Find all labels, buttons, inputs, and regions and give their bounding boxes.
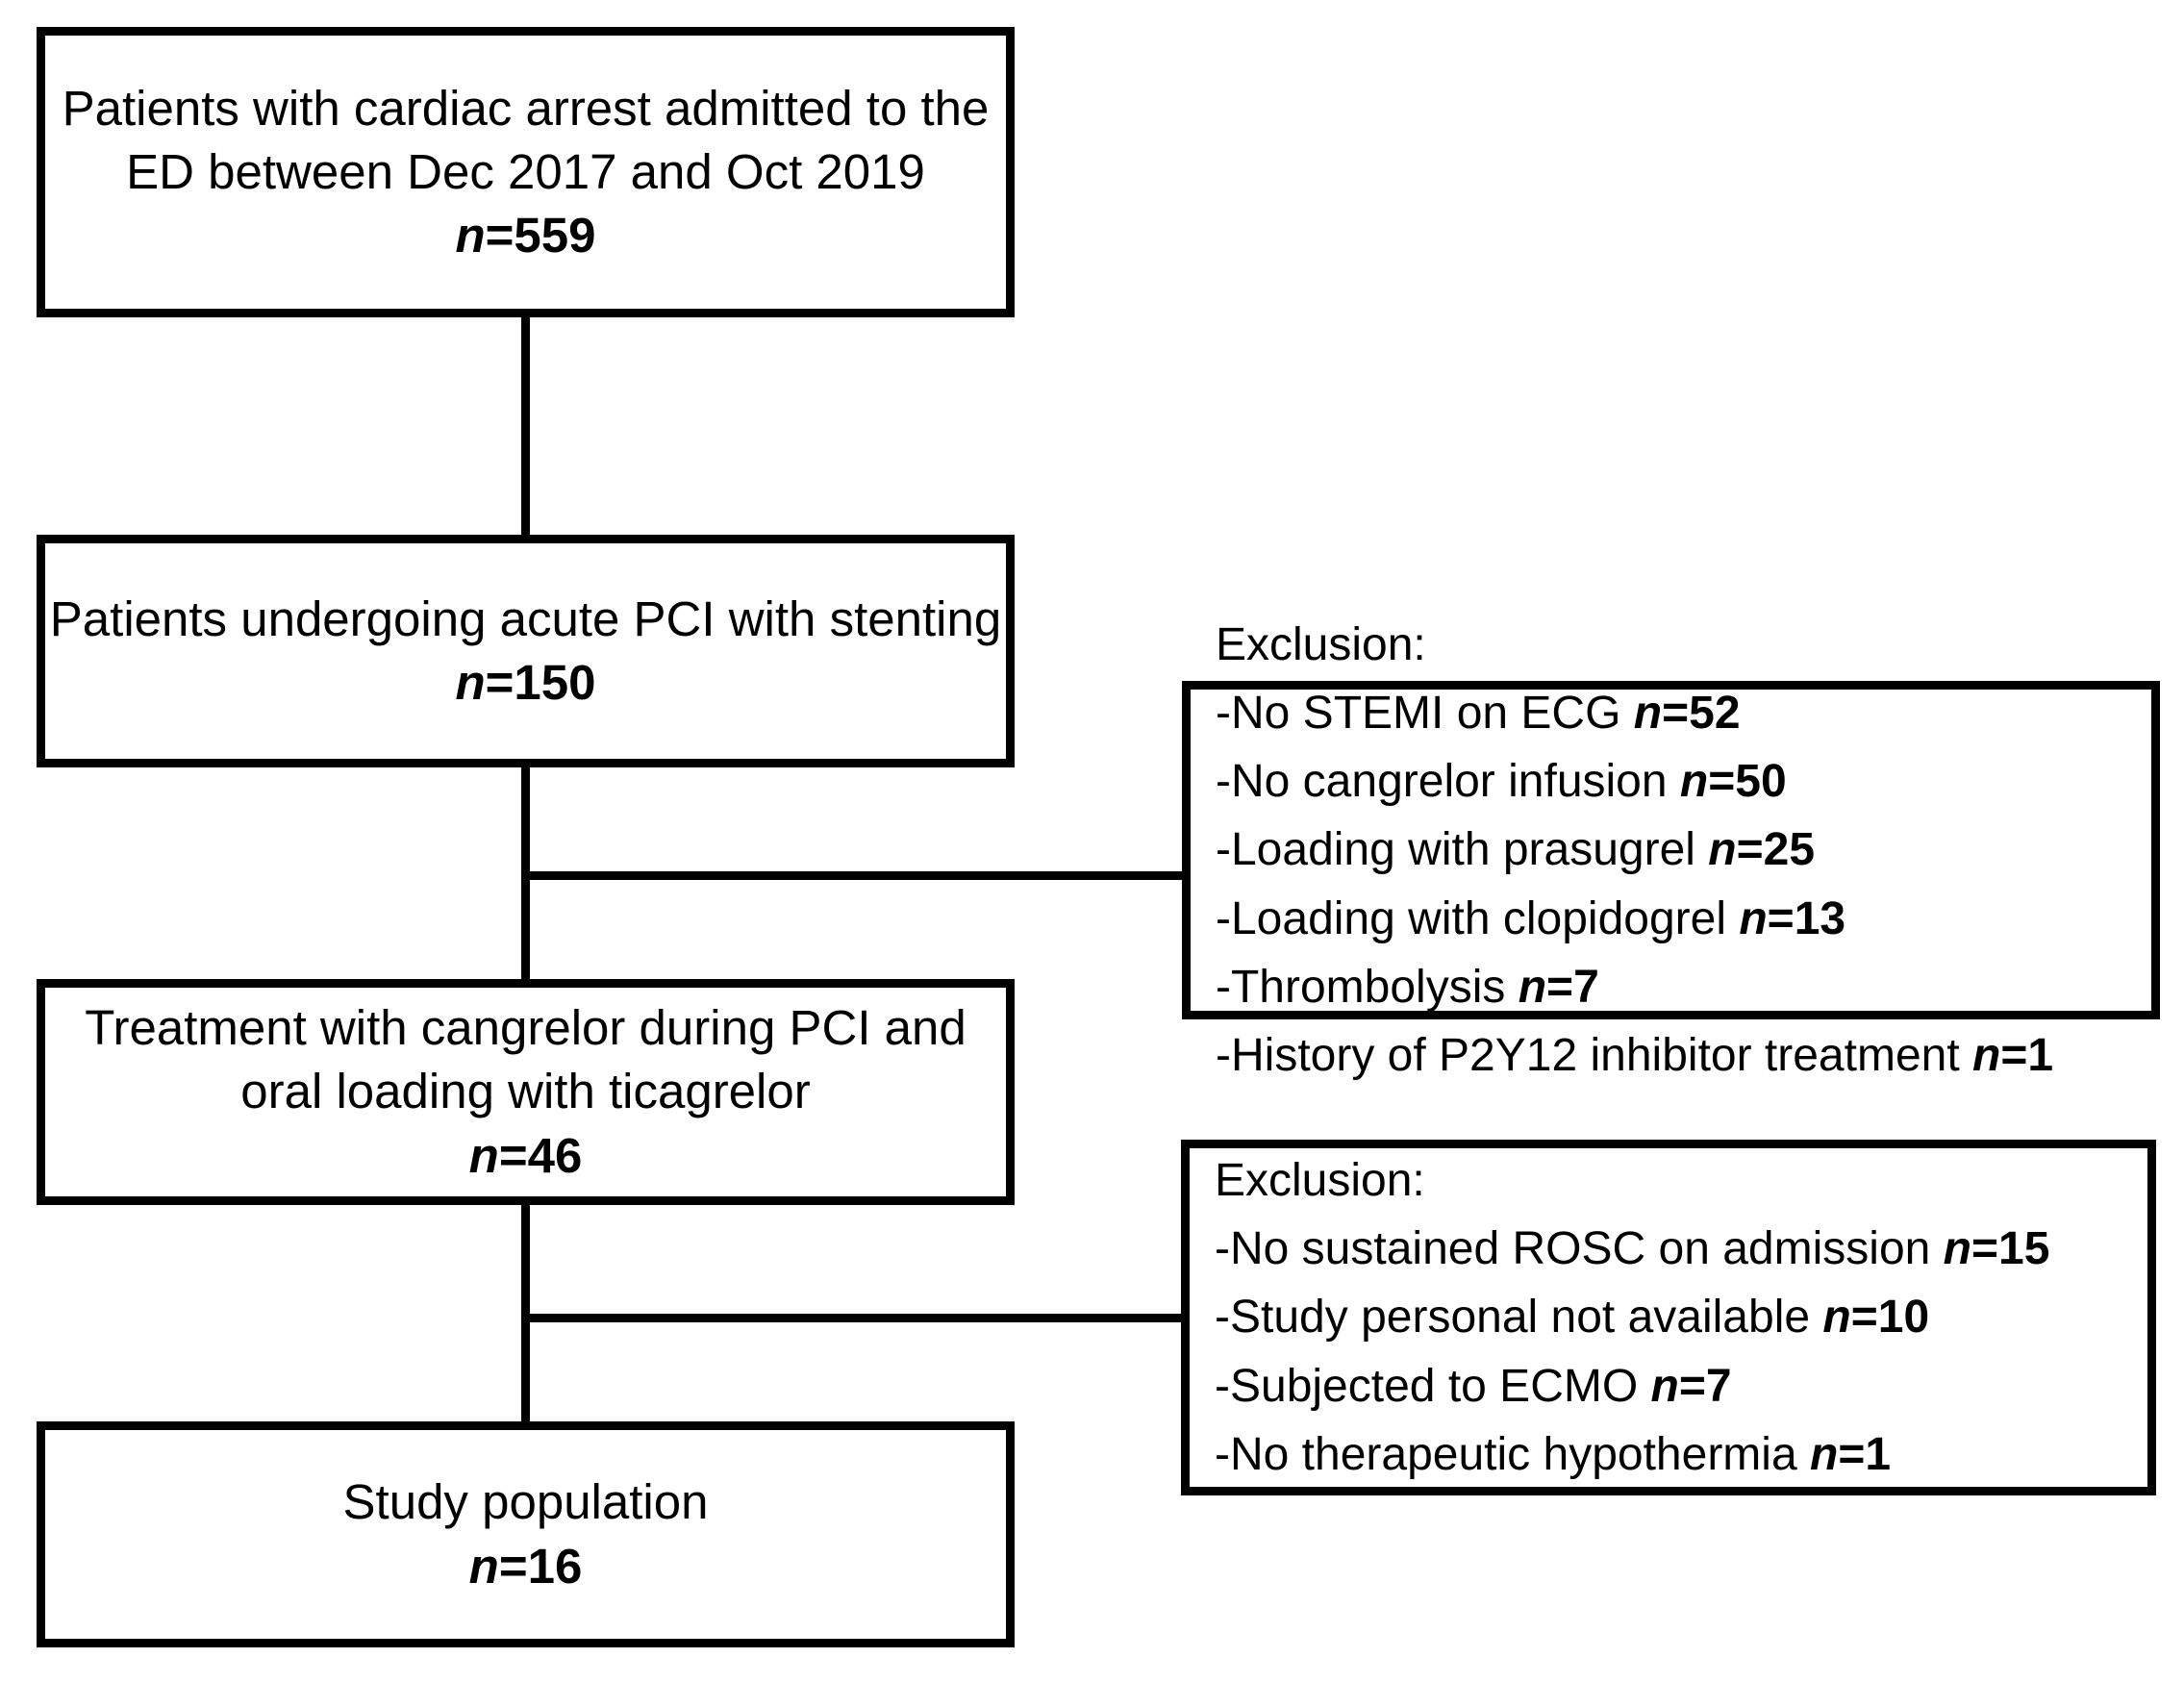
n-value: 50	[1735, 756, 1787, 808]
n-value: 15	[1998, 1223, 2050, 1275]
node-text-line: Study population	[342, 1474, 709, 1530]
n-equals: =	[1662, 688, 1690, 740]
n-equals: =	[1546, 961, 1574, 1013]
connector-branch-exclusion2	[521, 1314, 1187, 1322]
n-symbol: n	[1518, 961, 1547, 1013]
exclusion-item-label: -No cangrelor infusion	[1216, 756, 1680, 808]
exclusion-item: -No sustained ROSC on admission n=15	[1215, 1215, 2147, 1283]
n-symbol: n	[1943, 1223, 1971, 1275]
exclusion-item-label: -Loading with prasugrel	[1216, 824, 1709, 876]
n-value: 1	[2027, 1029, 2054, 1081]
exclusion-item-label: -No therapeutic hypothermia	[1215, 1428, 1810, 1480]
node-count: n=16	[469, 1535, 583, 1598]
n-equals: =	[1971, 1223, 1999, 1275]
exclusion-item-label: -Loading with clopidogrel	[1216, 892, 1740, 944]
exclusion-item-label: -Study personal not available	[1215, 1292, 1823, 1344]
node-text-line: oral loading with ticagrelor	[240, 1064, 811, 1119]
exclusion-item: -Study personal not available n=10	[1215, 1283, 2147, 1351]
exclusion-item: -No therapeutic hypothermia n=1	[1215, 1420, 2147, 1489]
exclusion-item: -Subjected to ECMO n=7	[1215, 1352, 2147, 1420]
exclusion-item: -History of P2Y12 inhibitor treatment n=…	[1216, 1021, 2151, 1090]
node-count: n=150	[455, 651, 595, 715]
n-value: 25	[1763, 824, 1816, 876]
n-value: 16	[527, 1538, 583, 1594]
n-symbol: n	[468, 1127, 499, 1183]
n-symbol: n	[1679, 756, 1709, 808]
n-symbol: n	[1708, 824, 1737, 876]
n-equals: =	[485, 655, 515, 710]
exclusion-item-label: -History of P2Y12 inhibitor treatment	[1216, 1029, 1973, 1081]
node-text-line: Patients with cardiac arrest admitted to…	[62, 80, 990, 136]
connector-branch-exclusion1	[521, 871, 1187, 880]
n-symbol: n	[1972, 1029, 2001, 1081]
n-equals: =	[2000, 1029, 2028, 1081]
n-symbol: n	[1809, 1428, 1839, 1480]
exclusion-item: -Loading with prasugrel n=25	[1216, 816, 2151, 884]
n-value: 150	[514, 655, 596, 710]
exclusion-title: Exclusion:	[1215, 1155, 1425, 1207]
exclusion-item-label: -No STEMI on ECG	[1216, 688, 1634, 740]
n-equals: =	[1708, 756, 1736, 808]
n-symbol: n	[455, 655, 486, 710]
n-equals: =	[498, 1538, 528, 1594]
node-text-line: Treatment with cangrelor during PCI and	[85, 1000, 966, 1056]
node-text-line: Patients undergoing acute PCI with stent…	[49, 590, 1002, 646]
n-equals: =	[1767, 892, 1795, 944]
n-symbol: n	[468, 1538, 499, 1594]
exclusion-item-label: -No sustained ROSC on admission	[1215, 1223, 1944, 1275]
exclusion-title: Exclusion:	[1216, 619, 1426, 671]
exclusion-item: -No STEMI on ECG n=52	[1216, 679, 2151, 747]
n-value: 10	[1877, 1292, 1930, 1344]
n-value: 52	[1689, 688, 1741, 740]
exclusion-item: -Loading with clopidogrel n=13	[1216, 885, 2151, 953]
n-value: 13	[1794, 892, 1846, 944]
exclusion-box-2: Exclusion: -No sustained ROSC on admissi…	[1181, 1140, 2156, 1495]
exclusion-item-label: -Thrombolysis	[1216, 961, 1519, 1013]
n-symbol: n	[1822, 1292, 1851, 1344]
n-symbol: n	[1739, 892, 1768, 944]
n-equals: =	[1678, 1360, 1706, 1412]
exclusion-item-label: -Subjected to ECMO	[1215, 1360, 1651, 1412]
n-symbol: n	[1650, 1360, 1679, 1412]
node-count: n=559	[455, 204, 595, 267]
n-value: 7	[1705, 1360, 1732, 1412]
node-box-study-population: Study population n=16	[37, 1421, 1015, 1647]
n-value: 46	[527, 1127, 583, 1183]
node-box-admitted: Patients with cardiac arrest admitted to…	[37, 27, 1015, 317]
exclusion-item: -No cangrelor infusion n=50	[1216, 747, 2151, 816]
n-equals: =	[1736, 824, 1764, 876]
n-value: 7	[1573, 961, 1599, 1013]
connector-box1-to-box2	[521, 317, 530, 537]
n-equals: =	[485, 208, 515, 264]
exclusion-item: -Thrombolysis n=7	[1216, 953, 2151, 1021]
exclusion-box-1: Exclusion: -No STEMI on ECG n=52 -No can…	[1182, 619, 2160, 1081]
n-equals: =	[498, 1127, 528, 1183]
node-text-line: ED between Dec 2017 and Oct 2019	[126, 143, 925, 199]
node-count: n=46	[469, 1124, 583, 1188]
n-symbol: n	[1633, 688, 1663, 740]
n-equals: =	[1838, 1428, 1866, 1480]
n-value: 559	[514, 208, 596, 264]
node-box-cangrelor-ticagrelor: Treatment with cangrelor during PCI and …	[37, 979, 1015, 1205]
n-equals: =	[1850, 1292, 1878, 1344]
node-box-acute-pci: Patients undergoing acute PCI with stent…	[37, 535, 1015, 767]
n-value: 1	[1865, 1428, 1892, 1480]
n-symbol: n	[455, 208, 486, 264]
